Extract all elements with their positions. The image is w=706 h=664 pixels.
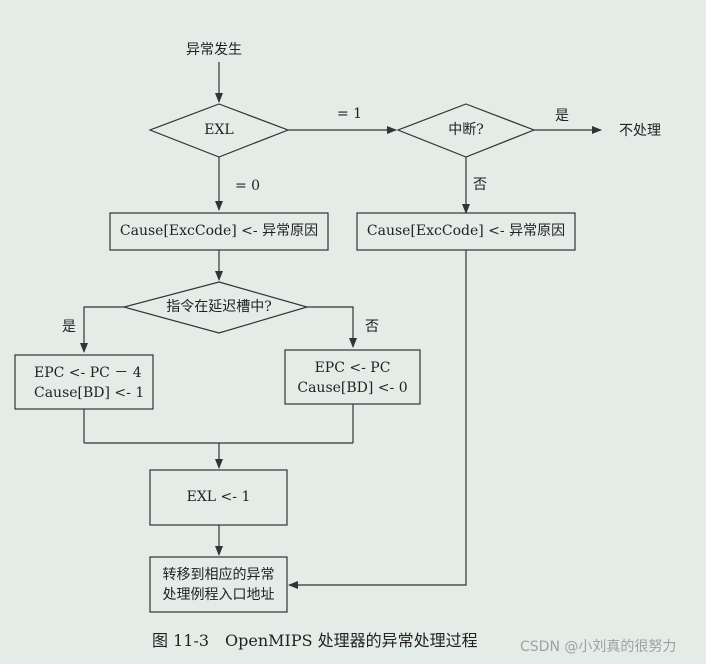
arrow-delayslot-yes [80,306,124,353]
jump-box [149,556,288,613]
epc-no-line1: EPC <- PC [314,360,391,376]
no-handling-label: 不处理 [619,123,661,139]
figure-caption: 图 11-3 OpenMIPS 处理器的异常处理过程 [152,631,478,650]
edge-label-interrupt-yes: 是 [555,108,569,124]
jump-line2: 处理例程入口地址 [162,587,275,603]
edge-label-delay-yes: 是 [62,319,76,335]
exl-decision-label: EXL [204,122,234,138]
arrow-cause-right-to-jump [288,250,467,589]
arrow-delayslot-no [307,306,357,348]
edge-label-exl-eq1: = 1 [337,106,363,122]
epc-yes-line1: EPC <- PC － 4 [34,365,142,381]
edge-label-delay-no: 否 [365,319,379,335]
start-label: 异常发生 [186,42,242,58]
jump-line1: 转移到相应的异常 [162,567,275,583]
epc-yes-line2: Cause[BD] <- 1 [34,385,145,401]
cause-left-label: Cause[ExcCode] <- 异常原因 [119,223,319,239]
csdn-watermark: CSDN @小刘真的很努力 [520,639,677,655]
epc-no-line2: Cause[BD] <- 0 [297,380,408,396]
edge-label-exl-eq0: = 0 [235,178,261,194]
delayslot-decision-shape [121,281,310,334]
exl-set-label: EXL <- 1 [186,489,251,505]
cause-right-label: Cause[ExcCode] <- 异常原因 [366,223,566,239]
edge-label-interrupt-no: 否 [473,177,487,193]
interrupt-decision-label: 中断? [448,122,484,138]
delayslot-decision-label: 指令在延迟槽中? [166,299,272,315]
